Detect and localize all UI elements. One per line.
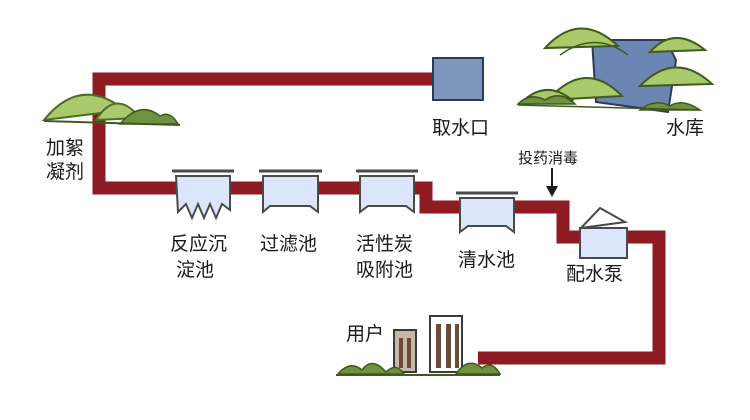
label-coagulant-line1: 加絮 bbox=[46, 137, 85, 159]
sedimentation-tank bbox=[172, 169, 234, 221]
label-pump: 配水泵 bbox=[566, 263, 624, 285]
clear-water-tank bbox=[456, 191, 518, 234]
label-carbon-line2: 吸附池 bbox=[356, 259, 414, 281]
carbon-tank bbox=[356, 169, 418, 214]
filter-tank bbox=[259, 169, 322, 215]
reservoir-illustration bbox=[516, 27, 715, 114]
user-buildings bbox=[336, 315, 502, 376]
label-filter: 过滤池 bbox=[260, 233, 318, 255]
label-sedimentation-line1: 反应沉 bbox=[170, 233, 228, 255]
pipe-carbon-to-clear bbox=[413, 181, 462, 214]
bush-coagulant bbox=[41, 93, 181, 126]
label-clear-water: 清水池 bbox=[458, 249, 516, 271]
intake-box bbox=[432, 57, 484, 101]
pipe-network bbox=[92, 72, 666, 365]
label-carbon-line1: 活性炭 bbox=[356, 233, 414, 255]
pipe-intake-to-coagulant bbox=[92, 72, 440, 195]
label-coagulant-line2: 凝剂 bbox=[46, 161, 85, 183]
pipe-pump-to-user bbox=[478, 230, 666, 365]
label-sedimentation-line2: 淀池 bbox=[176, 259, 215, 281]
disinfection-arrow bbox=[546, 168, 558, 197]
pipe-clear-to-pump bbox=[514, 200, 580, 244]
label-disinfection: 投药消毒 bbox=[518, 149, 579, 167]
label-intake: 取水口 bbox=[432, 117, 490, 139]
label-user: 用户 bbox=[346, 323, 385, 345]
pump-house bbox=[578, 206, 629, 259]
label-reservoir: 水库 bbox=[666, 117, 705, 139]
